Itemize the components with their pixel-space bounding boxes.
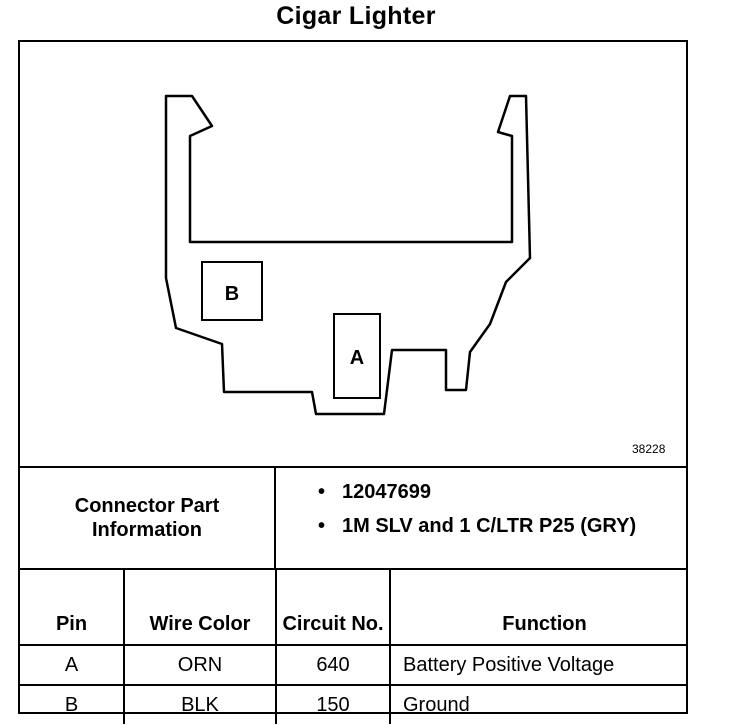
connector-frame: B A 38228 Connector Part Information • 1… [18,40,688,724]
table-row: A ORN 640 Battery Positive Voltage [20,644,686,686]
bullet-icon: • [318,481,326,503]
connector-outline [164,94,532,416]
cavity-b-label: B [225,283,239,305]
cell-function: Battery Positive Voltage [389,644,686,686]
connector-part-info: Connector Part Information • 12047699 • … [20,466,686,568]
cell-circuit: 150 [275,684,391,724]
cell-function: Ground [389,684,686,724]
list-item: • 12047699 [276,480,686,504]
part-number: 12047699 [342,481,431,503]
figure-number: 38228 [632,442,666,456]
connector-face-diagram: B A [164,94,532,416]
table-header-row: Pin Wire Color Circuit No. Function [20,568,686,646]
cavity-b-box [201,261,263,321]
table-row: B BLK 150 Ground [20,684,686,724]
page-title: Cigar Lighter [276,2,436,30]
cell-pin: A [20,644,125,686]
cavity-a-box [333,313,381,399]
cell-wire-color: BLK [123,684,277,724]
pinout-table: Pin Wire Color Circuit No. Function A OR… [20,568,686,724]
bullet-icon: • [318,515,326,537]
list-item: • 1M SLV and 1 C/LTR P25 (GRY) [276,514,686,538]
header-pin: Pin [20,568,125,646]
cavity-a-label: A [350,347,364,369]
cell-wire-color: ORN [123,644,277,686]
header-function: Function [389,568,686,646]
part-info-label: Connector Part Information [20,468,276,568]
part-info-list: • 12047699 • 1M SLV and 1 C/LTR P25 (GRY… [276,468,686,568]
header-wire-color: Wire Color [123,568,277,646]
cell-circuit: 640 [275,644,391,686]
header-circuit-no: Circuit No. [275,568,391,646]
connector-description: 1M SLV and 1 C/LTR P25 (GRY) [342,515,637,537]
cell-pin: B [20,684,125,724]
